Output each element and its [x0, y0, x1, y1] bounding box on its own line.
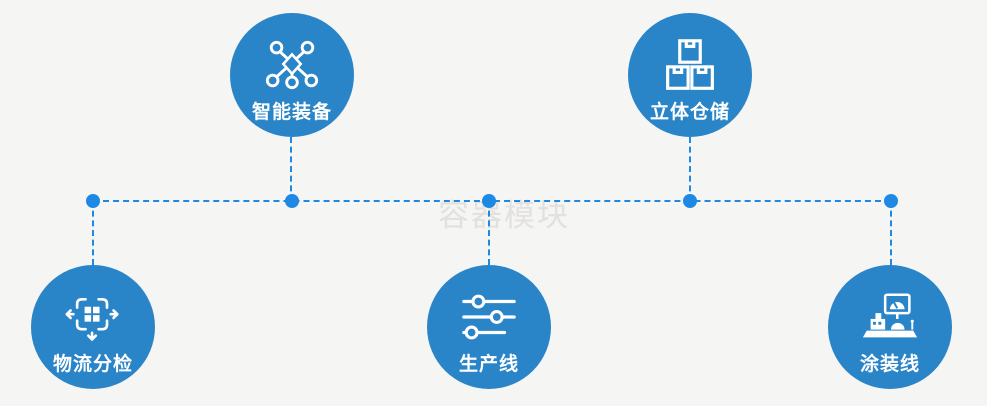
node-vertical-warehouse: 立体仓储 [628, 13, 752, 137]
junction-dot [86, 194, 100, 208]
branch-line-production-line [488, 201, 490, 265]
node-label: 智能装备 [251, 102, 332, 123]
junction-dot [683, 194, 697, 208]
node-painting-line: 涂装线 [828, 265, 952, 389]
sliders-icon [460, 289, 518, 345]
watermark-text: 容器模块 [438, 198, 570, 233]
node-logistics-sorting: 物流分检 [31, 265, 155, 389]
network-nodes-icon [263, 37, 321, 93]
branch-line-vertical-warehouse [689, 137, 691, 201]
node-smart-equipment: 智能装备 [230, 13, 354, 137]
branch-line-smart-equipment [290, 137, 292, 201]
junction-dot [482, 194, 496, 208]
junction-dot [884, 194, 898, 208]
node-label: 生产线 [458, 354, 519, 375]
node-label: 立体仓储 [649, 102, 730, 123]
node-label: 涂装线 [859, 354, 920, 375]
stacked-boxes-icon [662, 37, 718, 93]
sorting-arrows-icon [65, 289, 121, 345]
node-label: 物流分检 [52, 354, 133, 375]
branch-line-logistics-sorting [92, 201, 94, 265]
branch-line-painting-line [890, 201, 892, 265]
machine-monitor-icon [859, 289, 921, 345]
node-production-line: 生产线 [427, 265, 551, 389]
junction-dot [285, 194, 299, 208]
